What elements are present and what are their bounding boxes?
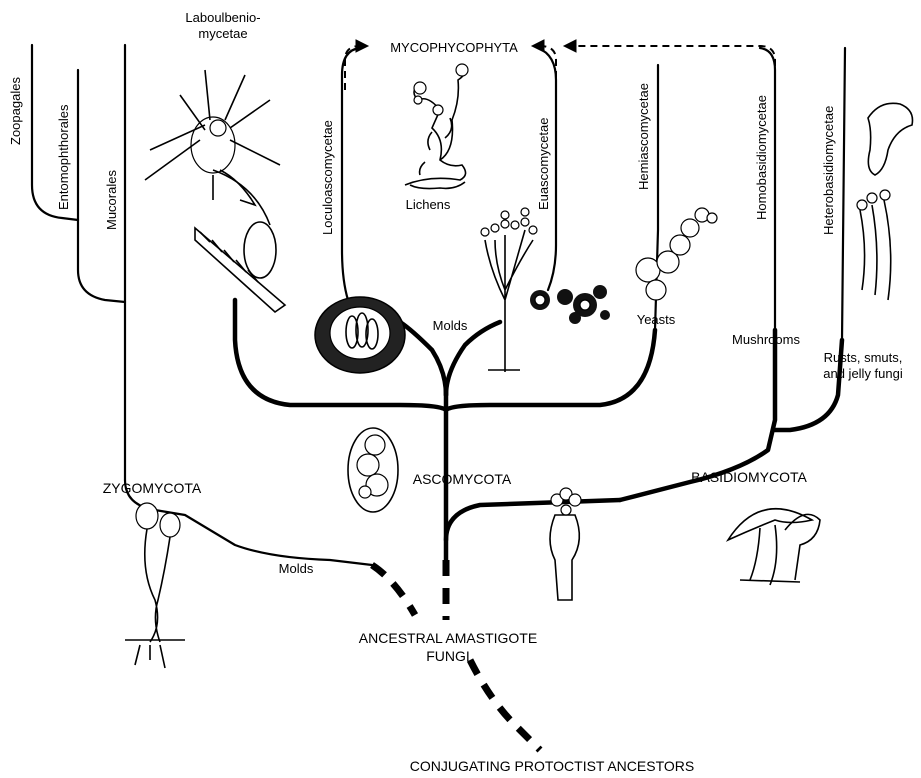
mushrooms-icon	[728, 509, 820, 585]
arrowhead-left	[356, 40, 368, 52]
asco-basidio-join	[446, 500, 620, 540]
smut-rust-icon	[857, 103, 913, 300]
lichen-arrow-left	[345, 46, 360, 90]
label-ancestral-2: FUNGI	[426, 648, 470, 664]
zoopagales-branch	[32, 45, 78, 220]
ancestral-dashed-left	[372, 565, 415, 615]
label-mucorales: Mucorales	[104, 170, 119, 230]
ancestral-dashed-bottom	[470, 660, 540, 750]
perithecium-icon	[315, 297, 405, 373]
ascomycota-right-arm	[446, 330, 655, 410]
labels: Laboulbenio- mycetae MYCOPHYCOPHYTA Zoop…	[8, 10, 903, 774]
label-yeasts: Yeasts	[637, 312, 676, 327]
label-ascomycota: ASCOMYCOTA	[413, 471, 512, 487]
label-heterobasidiomycetae: Heterobasidiomycetae	[821, 106, 836, 235]
ascospores-icon	[530, 285, 610, 324]
label-rusts-1: Rusts, smuts,	[824, 350, 903, 365]
label-ancestral-1: ANCESTRAL AMASTIGOTE	[359, 630, 537, 646]
label-molds-zygo: Molds	[279, 561, 314, 576]
ascus-icon	[348, 428, 398, 512]
label-molds-asco: Molds	[433, 318, 468, 333]
label-lichens: Lichens	[406, 197, 451, 212]
label-mycophycophyta: MYCOPHYCOPHYTA	[390, 40, 518, 55]
sporangia-icon	[125, 503, 185, 668]
yeast-cells-icon	[636, 208, 717, 300]
label-homobasidiomycetae: Homobasidiomycetae	[754, 95, 769, 220]
heterobasidio-branch	[842, 48, 845, 340]
conidiophore-icon	[481, 208, 537, 372]
label-mushrooms: Mushrooms	[732, 332, 800, 347]
label-loculoascomycetae: Loculoascomycetae	[320, 120, 335, 235]
label-zygomycota: ZYGOMYCOTA	[103, 480, 202, 496]
label-laboulbeniomycetae-2: mycetae	[198, 26, 247, 41]
label-laboulbeniomycetae-1: Laboulbenio-	[185, 10, 260, 25]
insect-with-laboulbeniales-icon	[145, 70, 285, 312]
label-rusts-2: and jelly fungi	[823, 366, 903, 381]
label-euascomycetae: Euascomycetae	[536, 118, 551, 211]
arrowhead-right	[532, 40, 544, 52]
label-entomophthorales: Entomophthorales	[56, 104, 71, 210]
lichen-icon	[405, 64, 468, 189]
label-conjugating: CONJUGATING PROTOCTIST ANCESTORS	[410, 758, 694, 774]
label-hemiascomycetae: Hemiascomycetae	[636, 83, 651, 190]
basidium-icon	[550, 488, 581, 600]
arrowhead-basidio	[564, 40, 576, 52]
lichen-arrow-basidio	[575, 46, 775, 90]
label-zoopagales: Zoopagales	[8, 77, 23, 145]
label-basidiomycota: BASIDIOMYCOTA	[691, 469, 807, 485]
